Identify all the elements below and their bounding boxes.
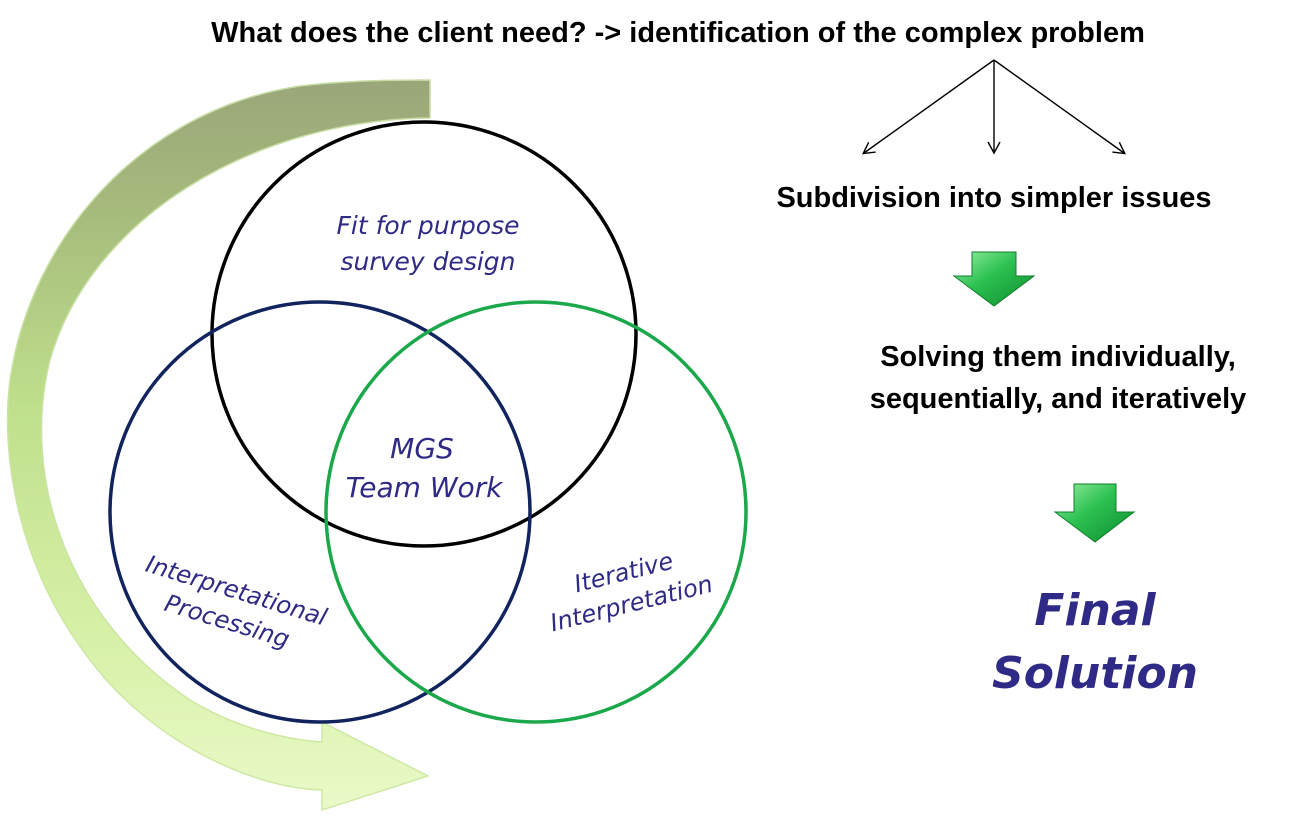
final-solution-line-2: Solution [992,648,1198,699]
circle-interpretational-processing [108,300,532,724]
venn-top-label-2: survey design [341,247,516,276]
down-arrow-1 [952,251,1036,307]
venn-center-label-1: MGS [390,432,454,465]
branch-arrows [861,59,1127,155]
header-question: What does the client need? -> identifica… [211,17,1145,49]
cycle-arrow [6,79,431,812]
circle-survey-design [210,120,638,548]
flow-step-solving-1: Solving them individually, [880,341,1236,373]
final-solution-line-1: Final [1034,585,1156,636]
flow-step-solving-2: sequentially, and iteratively [870,383,1247,415]
venn-top-label-1: Fit for purpose [337,211,520,240]
branch-arrow-right [993,59,1127,155]
flow-step-subdivision: Subdivision into simpler issues [776,182,1211,214]
venn-center-label-2: Team Work [346,471,505,504]
down-arrow-2 [1053,483,1136,543]
circle-iterative-interpretation [324,300,748,724]
branch-arrow-left [861,59,995,155]
